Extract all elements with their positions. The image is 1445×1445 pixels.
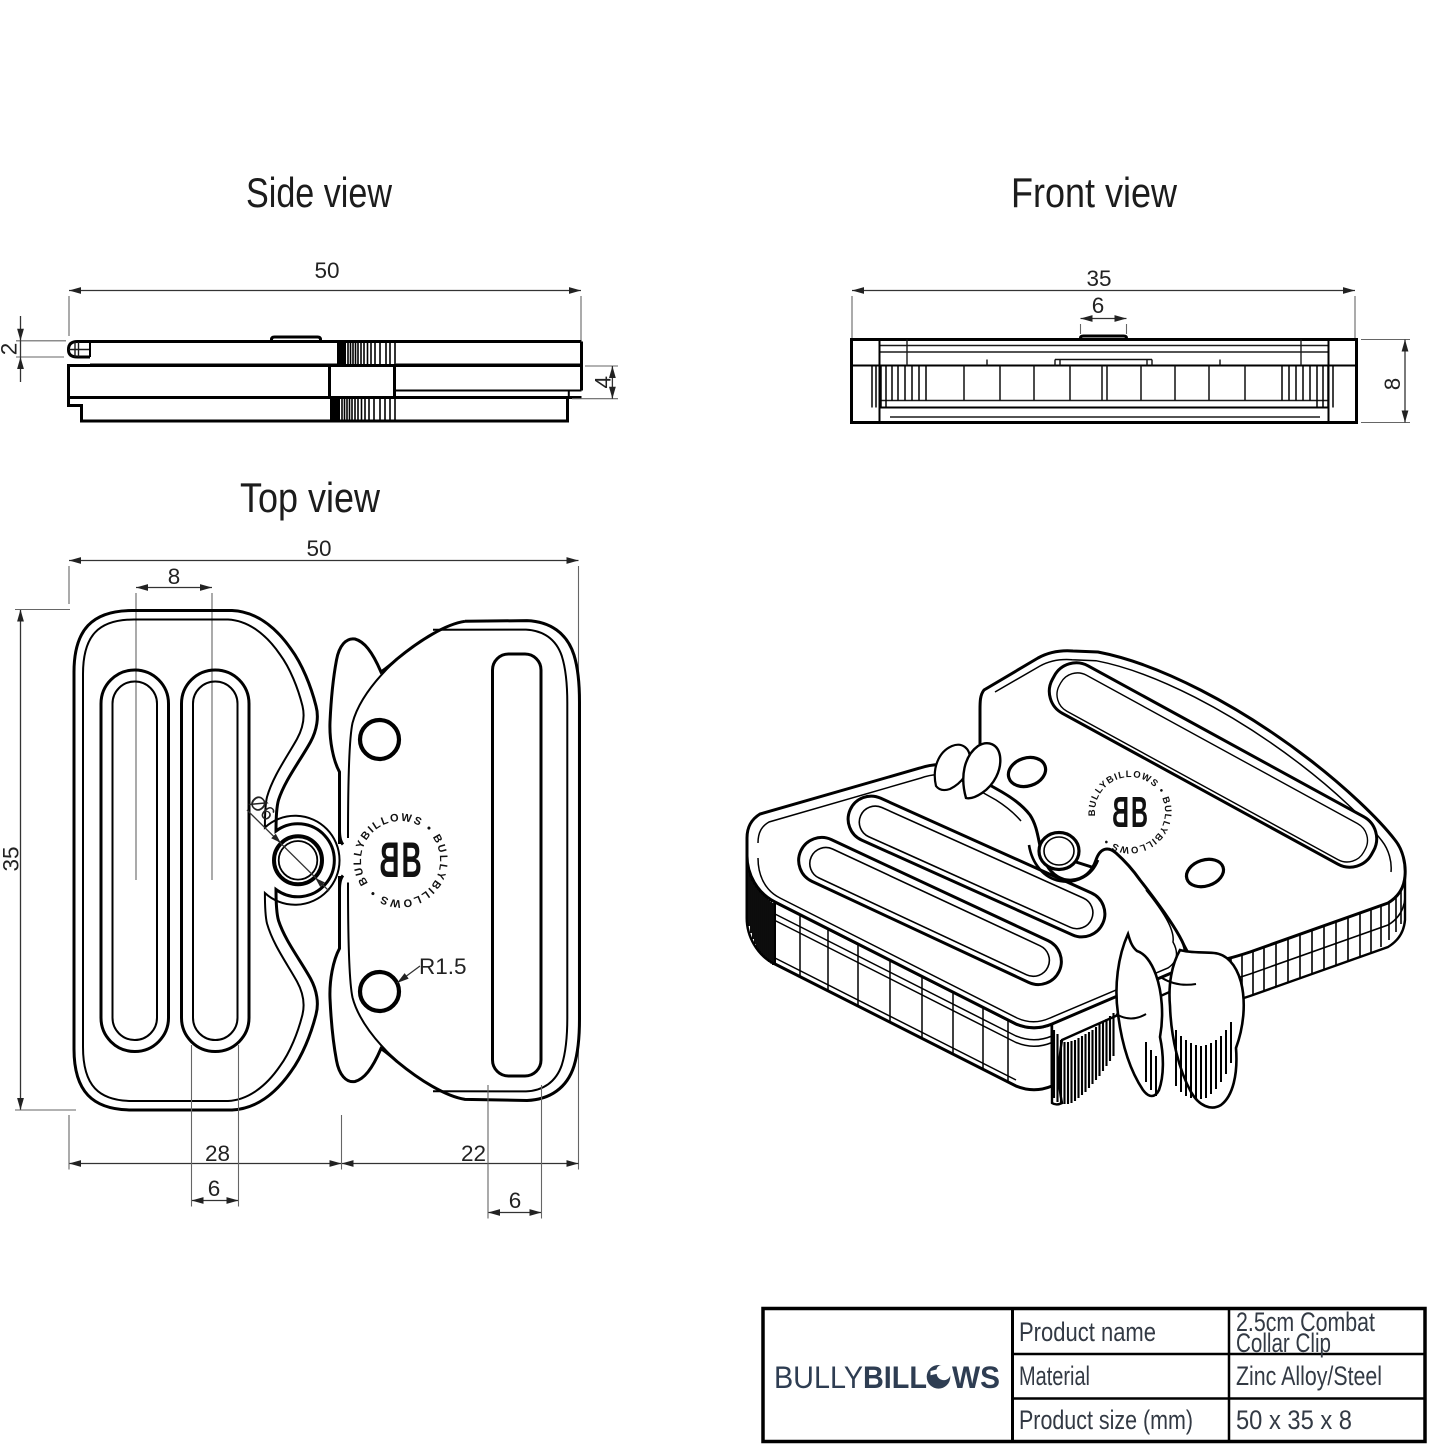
svg-text:28: 28 xyxy=(205,1141,230,1166)
svg-text:8: 8 xyxy=(168,564,181,589)
svg-text:Top view: Top view xyxy=(240,474,381,521)
svg-text:22: 22 xyxy=(461,1141,486,1166)
svg-text:Product name: Product name xyxy=(1019,1317,1156,1347)
svg-text:BILL: BILL xyxy=(863,1359,927,1395)
svg-text:4: 4 xyxy=(591,376,616,389)
svg-text:50: 50 xyxy=(314,258,339,283)
svg-text:50 x 35 x 8: 50 x 35 x 8 xyxy=(1236,1405,1352,1435)
svg-text:B: B xyxy=(379,831,399,888)
svg-text:8: 8 xyxy=(1380,378,1405,391)
svg-text:WS: WS xyxy=(952,1359,1000,1395)
svg-text:B: B xyxy=(1112,788,1129,837)
svg-text:Collar Clip: Collar Clip xyxy=(1236,1328,1331,1358)
svg-text:R1.5: R1.5 xyxy=(419,954,467,979)
svg-text:2: 2 xyxy=(0,343,22,356)
svg-text:B: B xyxy=(402,831,422,888)
svg-text:6: 6 xyxy=(1092,293,1105,318)
svg-text:6: 6 xyxy=(509,1188,522,1213)
svg-text:6: 6 xyxy=(208,1176,221,1201)
svg-text:Material: Material xyxy=(1019,1361,1090,1391)
svg-text:2.5cm Combat: 2.5cm Combat xyxy=(1236,1307,1376,1337)
svg-text:Zinc Alloy/Steel: Zinc Alloy/Steel xyxy=(1236,1361,1382,1391)
svg-text:35: 35 xyxy=(1086,266,1111,291)
svg-text:Side view: Side view xyxy=(246,169,393,216)
svg-text:50: 50 xyxy=(306,536,331,561)
svg-text:B: B xyxy=(1131,788,1148,837)
svg-text:BULLY: BULLY xyxy=(774,1359,863,1395)
svg-text:Product size (mm): Product size (mm) xyxy=(1019,1405,1193,1435)
svg-text:Front view: Front view xyxy=(1011,169,1178,216)
